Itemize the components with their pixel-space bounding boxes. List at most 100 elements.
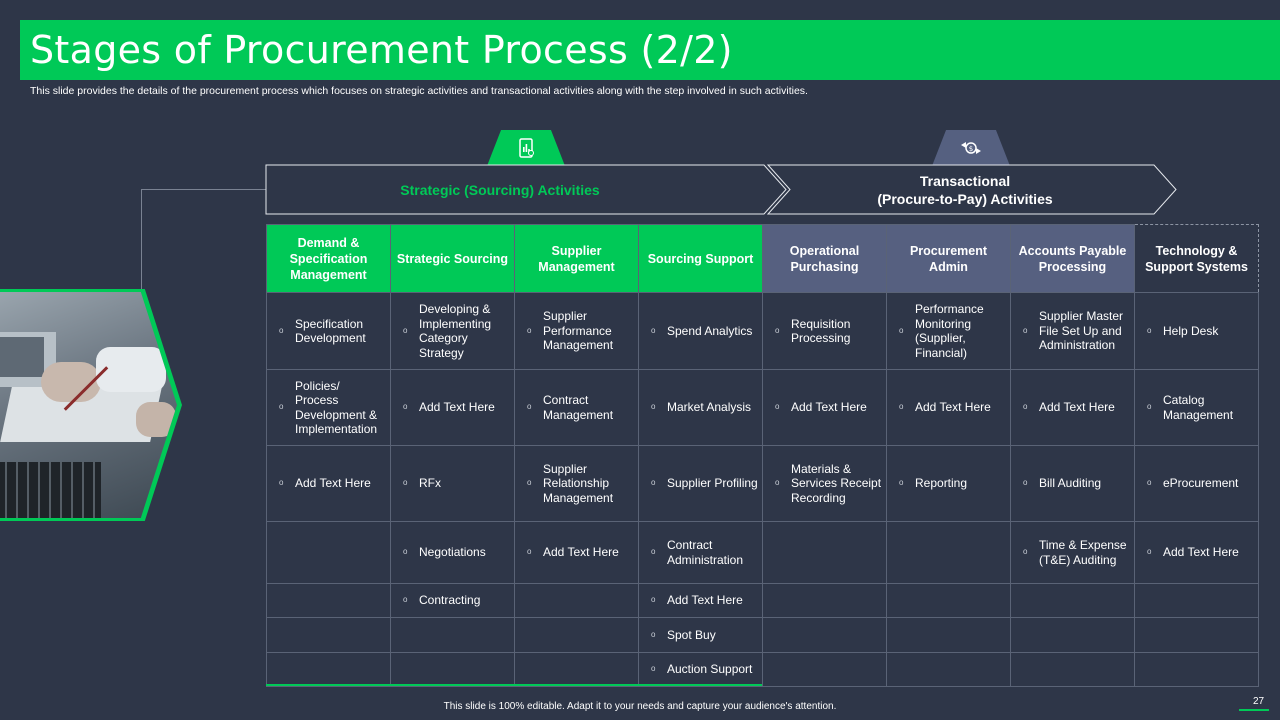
page-number-underline [1239, 709, 1269, 711]
table-cell [1134, 617, 1259, 653]
cell-text: Supplier Relationship Management [543, 461, 614, 505]
bullet-icon: o [651, 478, 656, 488]
page-number: 27 [1253, 696, 1265, 707]
strategic-tab [487, 130, 565, 166]
procurement-table: Demand & Specification Management Strate… [266, 224, 1259, 687]
table-cell [886, 583, 1011, 618]
cell-text: Add Text Here [1039, 400, 1115, 415]
bullet-icon: o [651, 402, 656, 412]
cell-text: Catalog Management [1163, 393, 1234, 422]
bullet-icon: o [899, 478, 904, 488]
column-header: Demand & Specification Management [266, 224, 391, 293]
cell-text: Spend Analytics [667, 323, 753, 338]
table-cell [266, 652, 391, 687]
bullet-icon: o [527, 325, 532, 335]
bullet-icon: o [1023, 325, 1028, 335]
column-header: Strategic Sourcing [390, 224, 515, 293]
cell-text: Time & Expense (T&E) Auditing [1039, 538, 1127, 567]
bullet-icon: o [651, 595, 656, 605]
table-cell: o Reporting [886, 445, 1011, 522]
cell-text: Policies/ Process Development & Implemen… [295, 378, 378, 437]
bullet-icon: o [899, 402, 904, 412]
cell-text: Add Text Here [419, 400, 495, 415]
bullet-icon: o [527, 402, 532, 412]
column-header: Accounts Payable Processing [1010, 224, 1135, 293]
cell-text: Add Text Here [543, 545, 619, 560]
table-cell [1010, 652, 1135, 687]
bullet-icon: o [1147, 325, 1152, 335]
column-header: Sourcing Support [638, 224, 763, 293]
office-photo [0, 292, 177, 518]
table-cell [266, 521, 391, 584]
bullet-icon: o [527, 547, 532, 557]
cell-text: Auction Support [667, 662, 753, 677]
cell-text: Performance Monitoring (Supplier, Financ… [915, 302, 984, 360]
table-cell: o Add Text Here [638, 583, 763, 618]
slide-title: Stages of Procurement Process (2/2) [30, 28, 733, 72]
table-cell [886, 652, 1011, 687]
bullet-icon: o [403, 402, 408, 412]
cell-text: Market Analysis [667, 400, 752, 415]
cell-text: Contracting [419, 593, 481, 608]
table-cell: o Add Text Here [390, 369, 515, 446]
slide-subtitle: This slide provides the details of the p… [30, 85, 808, 97]
table-cell: o Add Text Here [886, 369, 1011, 446]
table-cell [1134, 652, 1259, 687]
cell-text: Add Text Here [667, 593, 743, 608]
cell-text: Requisition Processing [791, 316, 851, 346]
mobile-analytics-icon [519, 138, 534, 158]
strategic-banner-label: Strategic (Sourcing) Activities [400, 182, 600, 198]
bullet-icon: o [279, 478, 284, 488]
bullet-icon: o [651, 629, 656, 639]
transactional-line2: (Procure-to-Pay) Activities [877, 191, 1053, 207]
column-header: Operational Purchasing [762, 224, 887, 293]
table-cell: o Add Text Here [514, 521, 639, 584]
table-cell [266, 617, 391, 653]
cell-text: Add Text Here [915, 400, 991, 415]
bullet-icon: o [403, 478, 408, 488]
table-cell [762, 583, 887, 618]
table-cell [1134, 583, 1259, 618]
bullet-icon: o [403, 547, 408, 557]
bullet-icon: o [775, 478, 780, 488]
table-cell [514, 652, 639, 687]
cell-text: Reporting [915, 476, 968, 491]
table-cell: o Supplier Relationship Management [514, 445, 639, 522]
cell-text: Supplier Master File Set Up and Administ… [1039, 309, 1124, 353]
bullet-icon: o [1147, 547, 1152, 557]
cell-text: Specification Development [295, 316, 366, 346]
column-header: Supplier Management [514, 224, 639, 293]
table-cell [762, 617, 887, 653]
transactional-tab: $ [932, 130, 1010, 166]
cell-text: RFx [419, 476, 441, 491]
footer-note: This slide is 100% editable. Adapt it to… [443, 701, 837, 712]
table-cell [1010, 583, 1135, 618]
bullet-icon: o [527, 478, 532, 488]
cell-text: Add Text Here [791, 400, 867, 415]
table-cell [762, 652, 887, 687]
table-cell [1010, 617, 1135, 653]
